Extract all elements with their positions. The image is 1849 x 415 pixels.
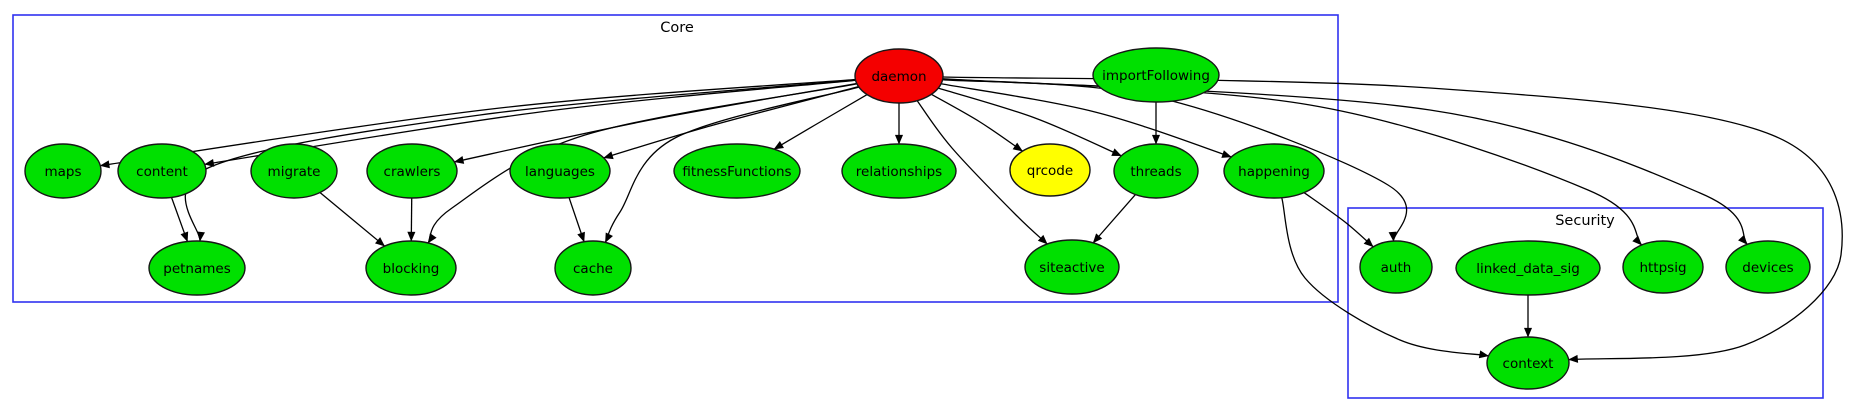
node-httpsig: httpsig: [1622, 240, 1704, 294]
node-linked_data_sig: linked_data_sig: [1455, 240, 1601, 296]
node-httpsig-label: httpsig: [1639, 260, 1686, 276]
node-fitnessFunctions-shape: [673, 143, 801, 199]
node-maps-label: maps: [44, 164, 81, 180]
node-context-label: context: [1503, 356, 1554, 372]
edge-daemon-to-cache: [604, 86, 860, 243]
edge-daemon-to-siteactive: [916, 100, 1048, 245]
node-relationships-label: relationships: [856, 164, 942, 180]
node-happening: happening: [1223, 143, 1325, 199]
node-qrcode: qrcode: [1009, 143, 1091, 197]
node-daemon-label: daemon: [871, 69, 926, 85]
nodes-layer: daemon importFollowing maps content migrate c…: [24, 47, 1811, 390]
node-languages: languages: [509, 143, 611, 199]
node-httpsig-shape: [1622, 240, 1704, 294]
node-importFollowing-shape: [1092, 47, 1220, 103]
node-fitnessFunctions-label: fitnessFunctions: [682, 164, 791, 180]
edge-languages-to-cache: [568, 197, 585, 243]
cluster-security-box: [1347, 207, 1824, 399]
node-cache-shape: [554, 240, 632, 296]
edge-daemon-to-devices: [942, 78, 1748, 245]
node-devices-shape: [1725, 240, 1811, 294]
node-crawlers: crawlers: [366, 143, 458, 199]
node-importFollowing-label: importFollowing: [1102, 68, 1210, 84]
node-happening-label: happening: [1238, 164, 1310, 180]
node-cache-label: cache: [573, 261, 613, 277]
cluster-security-label: Security: [1555, 213, 1615, 229]
node-siteactive: siteactive: [1024, 239, 1120, 295]
node-siteactive-shape: [1024, 239, 1120, 295]
edge-content-to-petnames: [170, 197, 189, 242]
node-blocking-shape: [365, 240, 457, 296]
node-blocking: blocking: [365, 240, 457, 296]
node-petnames-label: petnames: [163, 261, 231, 277]
node-petnames-shape: [148, 240, 246, 296]
node-cache: cache: [554, 240, 632, 296]
node-daemon: daemon: [854, 48, 944, 104]
edge-daemon-to-threads: [938, 87, 1122, 157]
node-threads: threads: [1113, 143, 1199, 199]
node-qrcode-shape: [1009, 143, 1091, 197]
node-devices: devices: [1725, 240, 1811, 294]
cluster-core-box: [12, 14, 1339, 303]
node-content-label: content: [136, 164, 188, 180]
node-languages-label: languages: [525, 164, 595, 180]
node-migrate-shape: [250, 143, 338, 199]
node-content-shape: [117, 143, 207, 199]
node-migrate: migrate: [250, 143, 338, 199]
edge-migrate-to-blocking: [319, 192, 386, 247]
node-maps: maps: [24, 143, 102, 199]
node-blocking-label: blocking: [383, 261, 440, 277]
node-crawlers-label: crawlers: [384, 164, 441, 180]
node-context: context: [1486, 336, 1570, 390]
edge-daemon-to-crawlers: [453, 82, 857, 164]
node-relationships-shape: [841, 143, 957, 199]
node-maps-shape: [24, 143, 102, 199]
node-content: content: [117, 143, 207, 199]
node-happening-shape: [1223, 143, 1325, 199]
edge-daemon-to-qrcode: [930, 93, 1023, 152]
node-qrcode-label: qrcode: [1027, 163, 1073, 179]
node-fitnessFunctions: fitnessFunctions: [673, 143, 801, 199]
edge-happening-to-auth: [1303, 192, 1374, 248]
node-linked_data_sig-label: linked_data_sig: [1476, 261, 1580, 277]
edge-daemon-to-fitnessFunctions: [773, 94, 868, 150]
node-petnames: petnames: [148, 240, 246, 296]
edge-daemon-to-happening: [941, 83, 1232, 158]
edge-happening-to-context: [1281, 197, 1490, 359]
node-auth-label: auth: [1381, 260, 1412, 276]
edge-daemon-to-context: [942, 76, 1843, 363]
node-context-shape: [1486, 336, 1570, 390]
node-crawlers-shape: [366, 143, 458, 199]
node-linked_data_sig-shape: [1455, 240, 1601, 296]
node-devices-label: devices: [1742, 260, 1793, 276]
node-daemon-shape: [854, 48, 944, 104]
node-relationships: relationships: [841, 143, 957, 199]
edge-threads-to-siteactive: [1092, 194, 1136, 244]
node-auth-shape: [1359, 240, 1433, 294]
edges-layer: [99, 76, 1843, 363]
node-siteactive-label: siteactive: [1039, 260, 1104, 276]
node-importFollowing: importFollowing: [1092, 47, 1220, 103]
node-migrate-label: migrate: [268, 164, 321, 180]
node-threads-shape: [1113, 143, 1199, 199]
node-languages-shape: [509, 143, 611, 199]
node-auth: auth: [1359, 240, 1433, 294]
cluster-core-label: Core: [660, 20, 694, 36]
node-threads-label: threads: [1130, 164, 1181, 180]
